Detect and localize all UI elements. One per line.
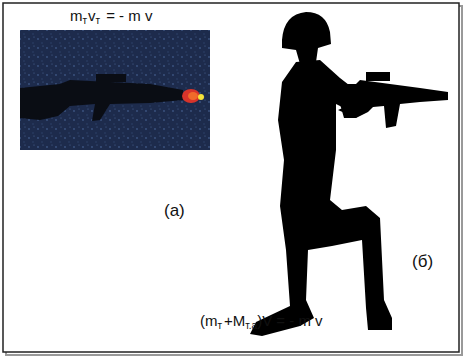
panel-label: (б) — [412, 252, 433, 271]
panel-label: (а) — [164, 201, 185, 220]
formula-text: m — [70, 7, 83, 24]
formula-text: = - m v — [106, 7, 152, 24]
formula-text: (m — [200, 312, 218, 329]
formula-text: )V = - m v — [257, 312, 322, 329]
formula-subscript: т — [218, 320, 223, 331]
frame — [3, 3, 459, 352]
tag-b: (б) — [412, 252, 433, 272]
formula-a: mтvт= - m v — [70, 7, 152, 26]
formula-subscript: т — [83, 15, 88, 26]
formula-b: (mт+Mт.а)V = - m v — [200, 312, 323, 331]
formula-subscript: т.а — [245, 320, 257, 331]
formula-text: v — [88, 7, 96, 24]
tag-a: (а) — [164, 201, 185, 221]
rifle-photo — [20, 30, 210, 150]
formula-subscript: т — [96, 15, 101, 26]
formula-text: +M — [224, 312, 245, 329]
soldier-silhouette — [250, 12, 448, 336]
